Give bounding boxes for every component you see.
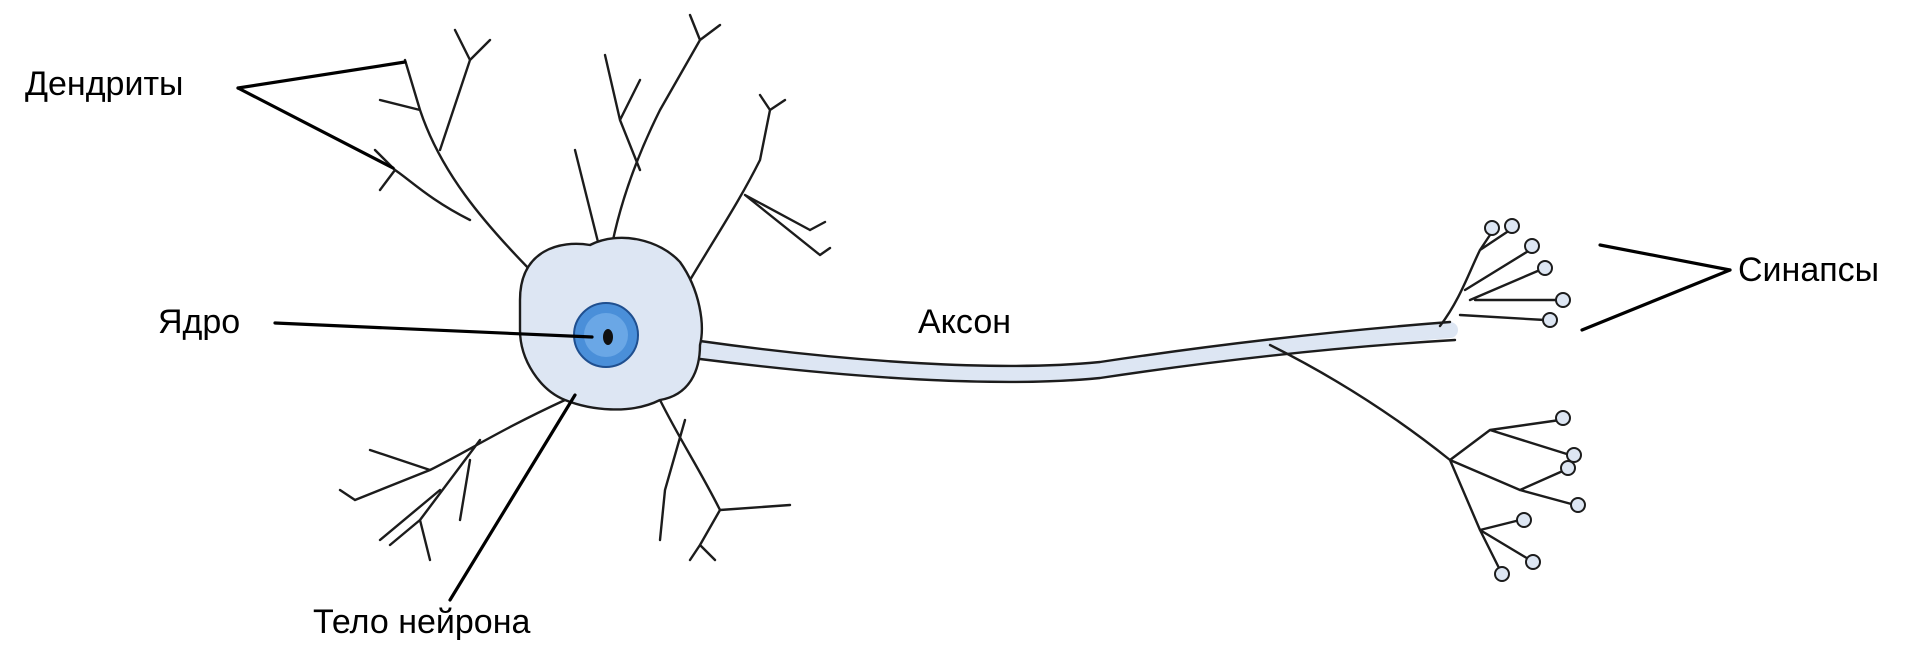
dendrite-lower-right [660,400,790,560]
axon-terminal-lower [1270,345,1575,570]
label-neuron-body: Тело нейрона [313,605,530,639]
dendrite-upper-right [690,95,830,280]
label-nucleus: Ядро [158,305,240,339]
label-synapses: Синапсы [1738,253,1879,287]
leader-synapses-a [1600,245,1730,270]
axon-terminal-upper [1440,230,1560,326]
dendrite-upper-left [375,30,540,280]
label-dendrites: Дендриты [25,67,183,101]
label-axon: Аксон [918,305,1011,339]
leader-dendrites-a [238,62,405,88]
axon [700,230,1575,570]
leader-synapses-b [1582,270,1730,330]
dendrite-upper [575,15,720,255]
nucleus [574,303,638,367]
leader-dendrites-b [238,88,393,168]
dendrite-lower-left [340,400,565,560]
